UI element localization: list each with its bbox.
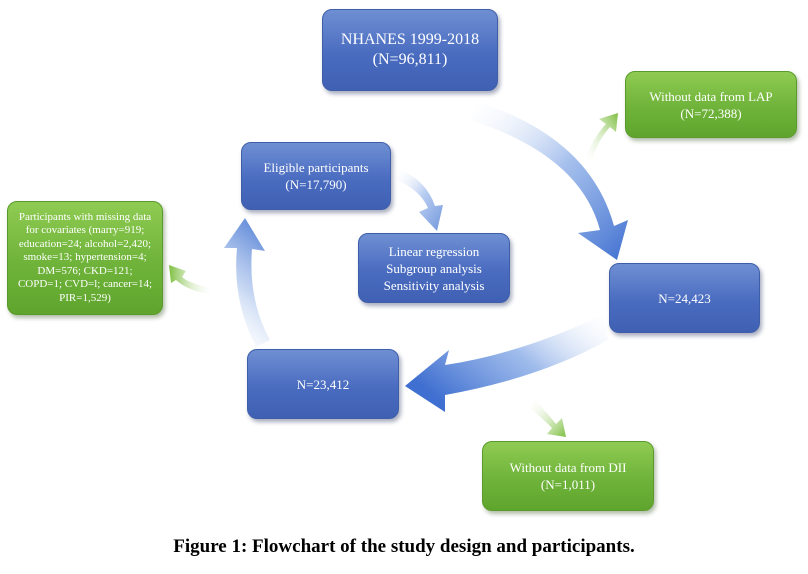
dii-label: Without data from DII: [509, 460, 627, 475]
nhanes-count: (N=96,811): [372, 51, 448, 68]
arrow-to-dii: [530, 400, 566, 437]
analysis-linear-regression: Linear regression: [388, 243, 480, 259]
missing-covariates-box: Participants with missing data for covar…: [7, 201, 163, 315]
n-23412-box: N=23,412: [247, 349, 399, 419]
missing-line: COPD=1; CVD=l; cancer=14;: [17, 278, 153, 291]
dii-excluded-box: Without data from DII (N=1,011): [482, 441, 654, 511]
arrow-eligible-to-analysis: [397, 170, 443, 231]
eligible-count: (N=17,790): [285, 177, 347, 192]
missing-line: PIR=1,529): [59, 291, 111, 304]
lap-count: (N=72,388): [680, 105, 742, 121]
eligible-label: Eligible participants: [263, 160, 369, 175]
arrow-to-lap: [585, 113, 618, 160]
analysis-subgroup: Subgroup analysis: [386, 260, 482, 276]
arrow-24423-to-23412: [405, 314, 608, 412]
arrow-23412-to-eligible: [224, 218, 270, 347]
dii-count: (N=1,011): [540, 477, 596, 492]
missing-line: DM=576; CKD=121;: [37, 264, 133, 277]
missing-line: smoke=13; hypertension=4;: [23, 251, 147, 264]
nhanes-title: NHANES 1999-2018: [340, 31, 480, 48]
missing-line: education=24; alcohol=2,420;: [18, 237, 152, 250]
arrow-nhanes-to-24423: [470, 102, 628, 260]
eligible-participants-box: Eligible participants (N=17,790): [241, 142, 391, 210]
n-24423-box: N=24,423: [609, 263, 760, 333]
nhanes-box: NHANES 1999-2018 (N=96,811): [322, 9, 498, 91]
figure-caption: Figure 1: Flowchart of the study design …: [173, 536, 635, 557]
n-23412-count: N=23,412: [296, 376, 350, 392]
analysis-box: Linear regression Subgroup analysis Sens…: [358, 233, 510, 303]
analysis-sensitivity: Sensitivity analysis: [383, 277, 485, 293]
lap-excluded-box: Without data from LAP (N=72,388): [625, 71, 797, 138]
arrow-to-missing: [169, 265, 212, 294]
missing-line: for covariates (marry=919;: [25, 224, 145, 237]
lap-label: Without data from LAP: [649, 88, 773, 104]
n-24423-count: N=24,423: [658, 290, 711, 306]
missing-line: Participants with missing data: [18, 210, 152, 223]
